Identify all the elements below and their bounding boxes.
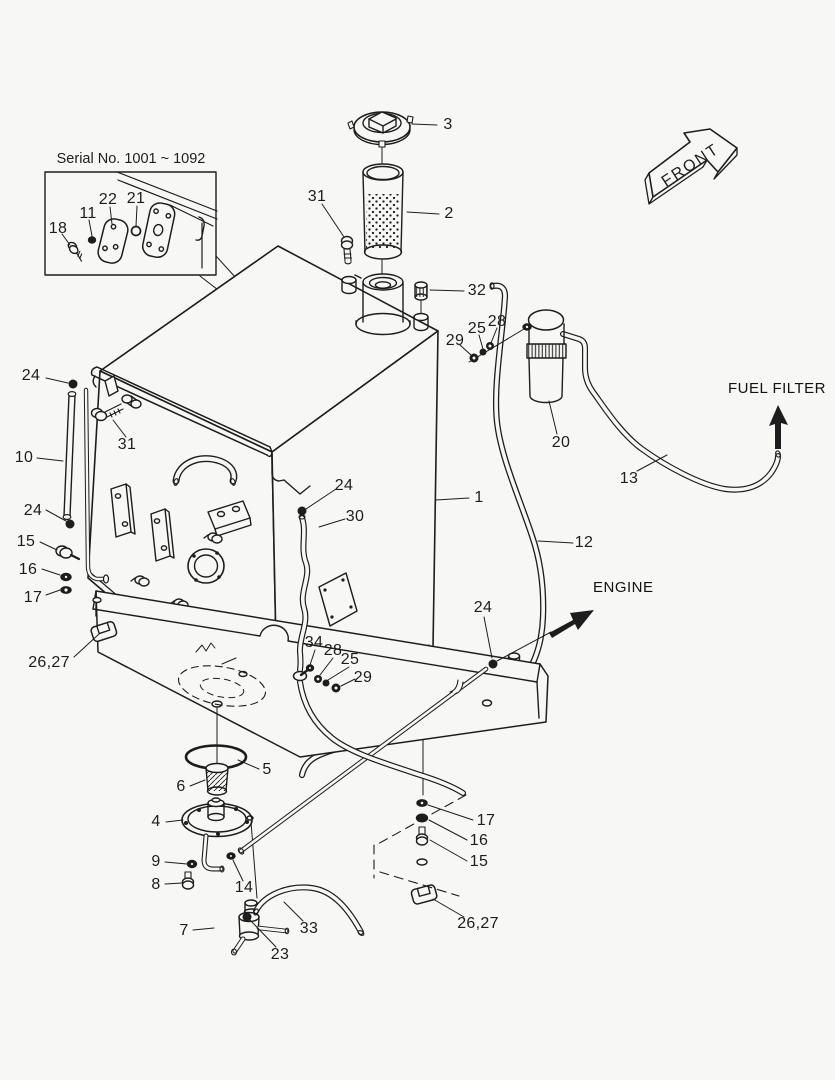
callout-3: 3 (443, 116, 453, 133)
inset-box (44, 171, 218, 276)
callout-6: 6 (176, 778, 186, 795)
callout-32: 32 (467, 282, 487, 299)
callout-28: 28 (487, 313, 507, 330)
callout-1: 1 (474, 489, 484, 506)
callout-15: 15 (469, 853, 489, 870)
part-suction-strainer-2 (362, 145, 404, 275)
callout-8: 8 (151, 876, 161, 893)
fuel-filter-arrow (769, 405, 788, 449)
face-bolt (130, 575, 150, 587)
callout-20: 20 (551, 434, 571, 451)
callout-24: 24 (334, 477, 354, 494)
callout-4: 4 (151, 813, 161, 830)
filter-fittings-29-25-28 (468, 328, 525, 363)
callout-26-27: 26,27 (28, 654, 70, 671)
bracket-plate (207, 500, 252, 537)
fittings-34-28-25-29 (299, 664, 341, 693)
callout-29: 29 (445, 332, 465, 349)
callout-29: 29 (353, 669, 373, 686)
callout-17: 17 (23, 589, 43, 606)
serial-range-title: Serial No. 1001 ~ 1092 (56, 151, 206, 167)
callout-25: 25 (340, 651, 360, 668)
callout-5: 5 (262, 761, 272, 778)
callout-10: 10 (14, 449, 34, 466)
callout-16: 16 (18, 561, 38, 578)
hose-30 (292, 514, 466, 796)
engine-arrow (549, 610, 594, 638)
clamp-24-hose30 (297, 506, 307, 516)
callout-9: 9 (151, 853, 161, 870)
callout-34: 34 (304, 634, 324, 651)
callout-13: 13 (619, 470, 639, 487)
fastener-stack-right (373, 794, 467, 905)
callout-11: 11 (79, 205, 97, 222)
part-petcock-7 (230, 899, 290, 956)
part-fuel-filter-20 (522, 309, 781, 493)
spacer-pad (110, 483, 136, 538)
callout-23: 23 (270, 946, 290, 963)
inset-flange (141, 202, 176, 259)
part-sender-plate-4 (181, 797, 258, 899)
callout-25: 25 (467, 320, 487, 337)
spacer-pad (150, 508, 175, 562)
part-bolt-31-left (90, 394, 142, 422)
handle-hose (172, 455, 238, 486)
inset-washer-11 (87, 236, 97, 244)
inset-bolt-18 (67, 241, 83, 262)
callout-30: 30 (345, 508, 365, 525)
callout-31: 31 (117, 436, 137, 453)
callout-31: 31 (307, 188, 327, 205)
callout-16: 16 (469, 832, 489, 849)
callout-15: 15 (16, 533, 36, 550)
hose-33 (253, 884, 365, 937)
part-strainer-6 (205, 744, 229, 796)
callout-12: 12 (574, 534, 594, 551)
callout-22: 22 (98, 191, 118, 208)
skid-bracket (90, 590, 549, 758)
fuel-filter-label: FUEL FILTER (728, 380, 827, 397)
clip-26-27-left (90, 620, 118, 643)
callout-28: 28 (323, 642, 343, 659)
fuel-line-tube (237, 666, 489, 855)
callout-18: 18 (48, 220, 68, 237)
fastener-stack-left (55, 545, 81, 594)
callout-24: 24 (21, 367, 41, 384)
clamp-24-bottom (65, 519, 75, 529)
engine-label: ENGINE (593, 579, 654, 596)
part-plug-32 (414, 281, 428, 314)
callout-7: 7 (179, 922, 189, 939)
front-arrow (644, 128, 738, 205)
clamp-23 (242, 912, 252, 922)
callout-33: 33 (299, 920, 319, 937)
part-bolt-8 (181, 871, 195, 890)
callout-14: 14 (234, 879, 254, 896)
clamp-24-engine-line (488, 631, 552, 669)
face-bolt (203, 532, 223, 544)
part-washer-9 (186, 859, 198, 869)
boss-31 (341, 275, 357, 295)
part-filler-cap-3 (347, 111, 414, 148)
callout-17: 17 (476, 812, 496, 829)
callout-24: 24 (23, 502, 43, 519)
access-plate (318, 572, 358, 627)
hose-13 (561, 332, 780, 492)
callout-26-27: 26,27 (457, 915, 499, 932)
inset-plate-22 (97, 218, 129, 264)
leader-lines (36, 123, 668, 948)
part-grommet-14 (226, 852, 236, 860)
hose-10 (62, 379, 78, 529)
clamp-24-top (68, 379, 78, 389)
callout-21: 21 (126, 190, 146, 207)
edge-pipe (83, 387, 110, 584)
part-bolt-31-top (340, 235, 354, 265)
filler-neck (354, 273, 411, 336)
callout-2: 2 (444, 205, 454, 222)
callout-24: 24 (473, 599, 493, 616)
flange-ring (187, 548, 225, 584)
